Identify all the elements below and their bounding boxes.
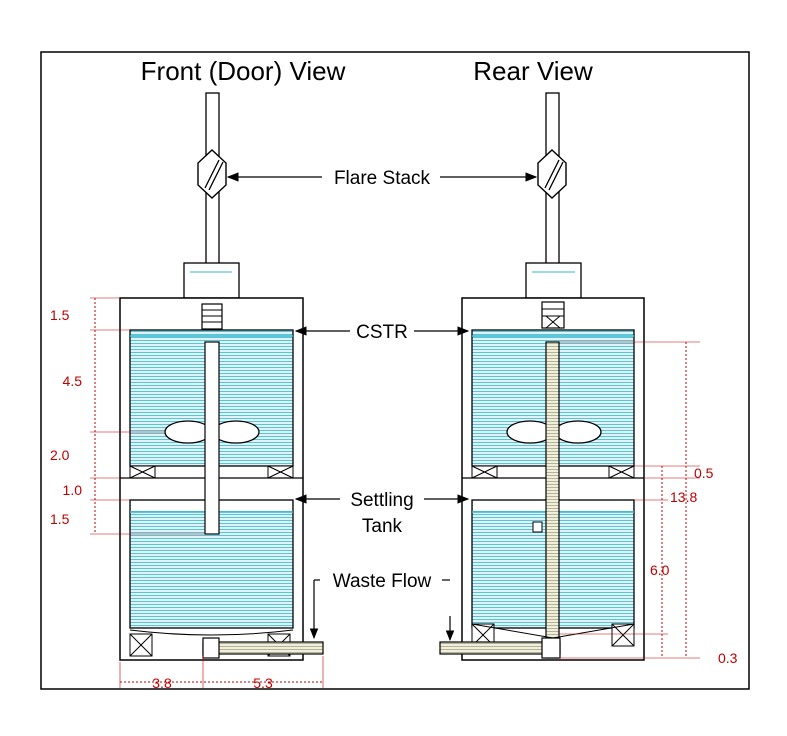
front-view-title: Front (Door) View <box>141 56 346 86</box>
dim-rear-3: 6.0 <box>650 562 670 578</box>
tank-label: Tank <box>362 516 403 537</box>
front-flare-valve <box>197 149 227 199</box>
settling-tank-callout: Settling Tank <box>294 490 470 537</box>
dim-front-5: 1.5 <box>50 511 70 527</box>
rear-view <box>439 92 645 661</box>
rear-impeller-right <box>554 420 602 444</box>
dim-front-4: 1.0 <box>63 482 83 498</box>
rear-flare-valve <box>537 149 567 199</box>
dim-front-bottom-1: 3.8 <box>152 675 172 691</box>
settling-label: Settling <box>350 490 413 511</box>
rear-dimensions: 0.5 13.8 6.0 0.3 <box>559 341 738 666</box>
waste-flow-callout: Waste Flow <box>309 571 450 640</box>
dim-rear-1: 0.5 <box>694 465 714 481</box>
front-shaft <box>204 341 220 535</box>
front-cstr-supports <box>129 465 294 479</box>
dim-front-3: 2.0 <box>50 447 70 463</box>
waste-flow-label: Waste Flow <box>333 571 432 592</box>
front-bottom-dimensions: 3.8 5.3 <box>119 656 324 691</box>
outer-frame <box>40 51 750 690</box>
front-top-cap <box>183 262 240 299</box>
rear-cstr-supports <box>471 465 635 479</box>
dim-front-bottom-2: 5.3 <box>253 675 273 691</box>
front-dimensions: 1.5 4.5 2.0 1.0 1.5 <box>50 297 205 535</box>
dim-rear-2: 13.8 <box>670 489 697 505</box>
cstr-label: CSTR <box>356 322 408 343</box>
rear-view-title: Rear View <box>473 56 593 86</box>
rear-sampling-port <box>532 521 543 533</box>
cstr-callout: CSTR <box>294 322 470 343</box>
rear-motor-coupling <box>541 301 565 329</box>
rear-bottom-supports <box>471 623 635 647</box>
dim-front-1: 1.5 <box>50 307 70 323</box>
dim-front-2: 4.5 <box>63 373 83 389</box>
dim-rear-4: 0.3 <box>718 650 738 666</box>
front-view <box>119 92 324 661</box>
front-impeller-right <box>212 420 260 444</box>
front-impeller-left <box>164 420 212 444</box>
flare-stack-callout: Flare Stack <box>226 168 538 189</box>
front-waste-pipe <box>202 641 324 655</box>
flare-stack-label: Flare Stack <box>334 168 431 189</box>
rear-top-cap <box>525 262 582 299</box>
rear-shaft <box>545 341 560 659</box>
